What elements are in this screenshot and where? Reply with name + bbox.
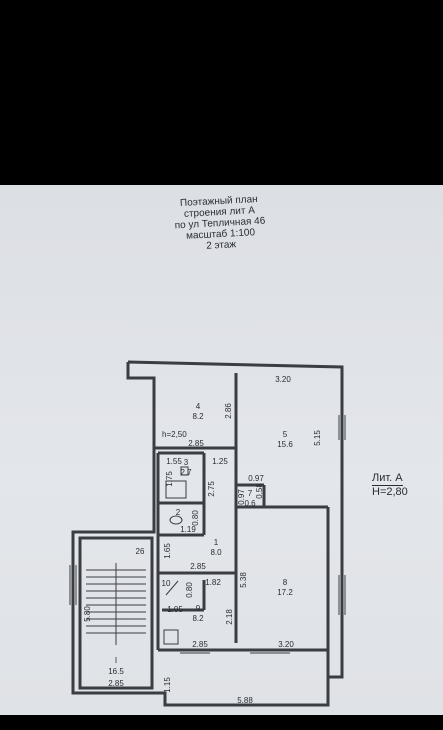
dimension: 1.82 [205, 578, 221, 587]
room-number: 4 [196, 402, 201, 411]
room-number: 3 [184, 458, 189, 467]
building-height: Н=2,80 [372, 486, 408, 498]
building-letter: Лит. А [372, 472, 403, 486]
interior-walls [154, 373, 330, 677]
dimension: 1.05 [167, 605, 183, 614]
bathtub-icon [165, 480, 187, 499]
room-area: 8.0 [210, 548, 222, 557]
bottom-dark-area [0, 715, 443, 730]
room-area: 15.6 [277, 440, 293, 449]
room-height-note: h=2,50 [162, 430, 187, 439]
dimension: 2.85 [108, 679, 124, 688]
dimension: 2.85 [188, 439, 204, 448]
dimension: 5.88 [237, 696, 253, 705]
dimension: 1.15 [163, 677, 172, 693]
dimension: 1.55 [166, 457, 182, 466]
dimension: 0.80 [185, 582, 194, 598]
dimension: 1.75 [165, 471, 174, 487]
room-area: 16.5 [108, 667, 124, 676]
dimension: 0.97 [237, 489, 246, 505]
dimension: 3.20 [275, 375, 291, 384]
room-number: 1 [214, 538, 219, 547]
dimension: 2.85 [190, 562, 206, 571]
dimension: 0.58 [255, 483, 264, 499]
room-area: 17.2 [277, 588, 293, 597]
stove-icon [163, 629, 179, 645]
dimension: 5.80 [83, 606, 92, 622]
staircase-wall [78, 536, 154, 690]
room-number: 2 [176, 508, 181, 517]
window-marks [69, 415, 346, 654]
room-area: 0.6 [244, 499, 256, 508]
toilet-icon [169, 515, 183, 525]
dimension: 5.38 [239, 572, 248, 588]
dimension: 2.85 [192, 640, 208, 649]
floor-plan: 4 8.2 5 15.6 3 2.7 2 1.19 7 0.6 1 8.0 10… [69, 360, 346, 707]
chute-mark-icon [165, 580, 179, 596]
dimension: 5.15 [313, 430, 322, 446]
room-number: I [115, 656, 117, 665]
sink-icon [180, 466, 189, 476]
dimension: 3.20 [278, 640, 294, 649]
dimension: 2.75 [207, 481, 216, 497]
dimension: 26 [136, 547, 145, 556]
room-number: 10 [162, 579, 171, 588]
dimension: 1.65 [163, 543, 172, 559]
dimension: 2.86 [224, 403, 233, 419]
outer-wall [71, 360, 344, 707]
dimension: 1.25 [212, 457, 228, 466]
room-area: 1.19 [180, 525, 196, 534]
top-dark-area [0, 0, 443, 185]
room-number: 8 [283, 578, 288, 587]
building-letter-note: Лит. А Н=2,80 [372, 472, 432, 499]
room-area: 8.2 [192, 614, 204, 623]
room-number: 7 [248, 489, 253, 498]
dimension: 2.18 [225, 609, 234, 625]
room-area: 8.2 [192, 412, 204, 421]
dimension: 0.97 [248, 474, 264, 483]
dimension: 0.80 [191, 510, 200, 526]
room-number: 5 [283, 430, 288, 439]
stair-steps [86, 569, 146, 634]
room-number: 9 [196, 604, 201, 613]
room-area: 2.7 [180, 468, 192, 477]
